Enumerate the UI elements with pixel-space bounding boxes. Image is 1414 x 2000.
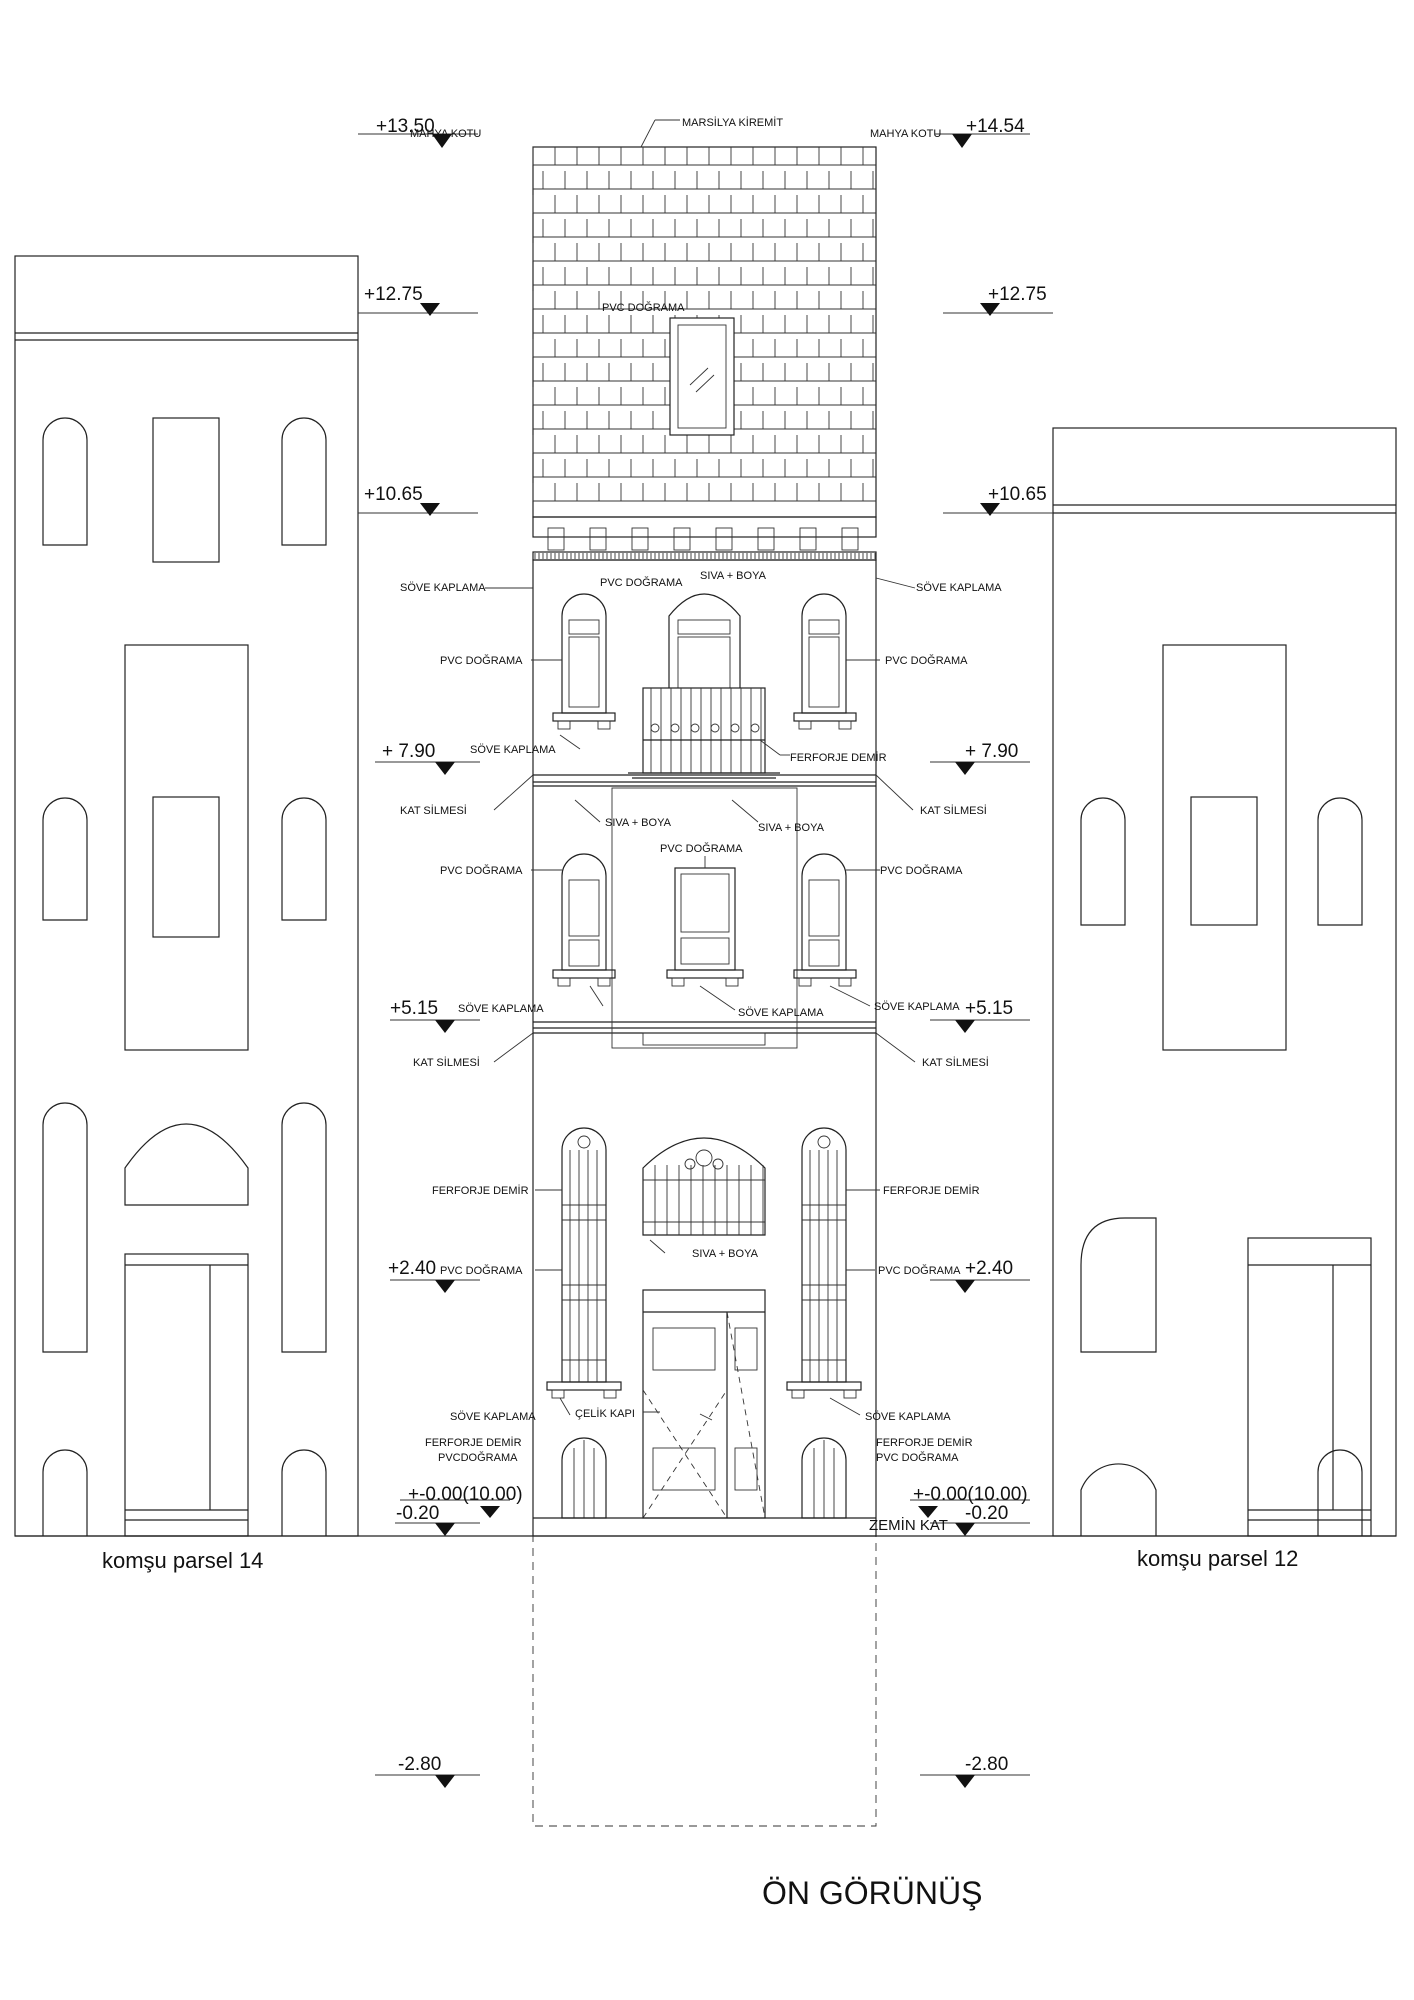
left-neighbor-label: komşu parsel 14 xyxy=(102,1548,263,1573)
basement-outline xyxy=(532,1535,877,1827)
svg-text:+10.65: +10.65 xyxy=(988,484,1047,505)
dormer-window xyxy=(669,317,735,436)
annotation: PVC DOĞRAMA xyxy=(876,1451,959,1464)
right-neighbor-label: komşu parsel 12 xyxy=(1137,1546,1298,1571)
annotation: SÖVE KAPLAMA xyxy=(458,1003,544,1015)
annotation: PVC DOĞRAMA xyxy=(600,576,683,589)
annotation: SIVA + BOYA xyxy=(605,817,672,829)
left-neighbor-building xyxy=(14,255,359,1537)
level-marker: +10.65 xyxy=(358,484,478,516)
svg-text:+-0.00(10.00): +-0.00(10.00) xyxy=(408,1484,523,1505)
annotation: SÖVE KAPLAMA xyxy=(400,582,486,594)
svg-text:-0.20: -0.20 xyxy=(965,1503,1008,1524)
svg-text:+10.65: +10.65 xyxy=(364,484,423,505)
annotation: FERFORJE DEMİR xyxy=(876,1436,973,1449)
annotation: SÖVE KAPLAMA xyxy=(916,582,1002,594)
annotation: PVC DOĞRAMA xyxy=(440,864,523,877)
balcony-railing xyxy=(628,687,780,779)
annotation: PVCDOĞRAMA xyxy=(438,1451,518,1464)
level-marker: +12.75 xyxy=(358,284,478,316)
level-markers: +13.50 +14.54 +12.75 +12.75 +10.65 +10.6… xyxy=(358,116,1053,1788)
roof-tiles xyxy=(532,146,877,518)
svg-text:-2.80: -2.80 xyxy=(965,1754,1008,1775)
level-marker: + 7.90 xyxy=(930,741,1030,775)
svg-text:+12.75: +12.75 xyxy=(364,284,423,305)
svg-text:+5.15: +5.15 xyxy=(965,998,1013,1019)
level-marker: +12.75 xyxy=(943,284,1053,316)
annotation: KAT SİLMESİ xyxy=(920,804,987,817)
level-marker: +-0.00(10.00) xyxy=(400,1484,523,1518)
annotation: PVC DOĞRAMA xyxy=(660,842,743,855)
cornice xyxy=(532,516,877,561)
center-plaster-panel xyxy=(611,787,798,1049)
annotation: PVC DOĞRAMA xyxy=(878,1264,961,1277)
annotation: KAT SİLMESİ xyxy=(400,804,467,817)
annotation: SIVA + BOYA xyxy=(692,1248,759,1260)
svg-text:+12.75: +12.75 xyxy=(988,284,1047,305)
annotation: SIVA + BOYA xyxy=(700,570,767,582)
annotation: KAT SİLMESİ xyxy=(413,1056,480,1069)
level-marker: -0.20 xyxy=(930,1503,1030,1536)
level-marker: +2.40 xyxy=(388,1258,480,1293)
annotation: PVC DOĞRAMA xyxy=(885,654,968,667)
annotation: SÖVE KAPLAMA xyxy=(470,744,556,756)
steel-door xyxy=(642,1289,766,1519)
annotation: PVC DOĞRAMA xyxy=(440,654,523,667)
svg-text:+2.40: +2.40 xyxy=(388,1258,436,1279)
level-marker: -0.20 xyxy=(395,1503,480,1536)
annotation: FERFORJE DEMİR xyxy=(425,1436,522,1449)
svg-text:+14.54: +14.54 xyxy=(966,116,1025,137)
floor-band-upper xyxy=(533,774,876,787)
second-floor-windows xyxy=(552,593,857,730)
level-marker: + 7.90 xyxy=(375,741,480,775)
level-marker: +5.15 xyxy=(390,998,480,1033)
annotation: ZEMİN KAT xyxy=(869,1516,948,1534)
svg-text:-2.80: -2.80 xyxy=(398,1754,441,1775)
level-marker: +14.54 xyxy=(935,116,1030,148)
svg-text:+5.15: +5.15 xyxy=(390,998,438,1019)
svg-text:+13.50: +13.50 xyxy=(376,116,435,137)
floor-band-middle xyxy=(533,1021,876,1046)
drawing-title: ÖN GÖRÜNÜŞ xyxy=(762,1875,982,1911)
annotation: ÇELİK KAPI xyxy=(575,1407,635,1420)
annotation: SÖVE KAPLAMA xyxy=(865,1411,951,1423)
level-marker: +10.65 xyxy=(943,484,1053,516)
annotation: FERFORJE DEMİR xyxy=(883,1184,980,1197)
first-floor-windows xyxy=(552,853,857,987)
level-note: MAHYA KOTU xyxy=(870,128,941,140)
annotation: KAT SİLMESİ xyxy=(922,1056,989,1069)
annotation: FERFORJE DEMİR xyxy=(790,751,887,764)
svg-text:+2.40: +2.40 xyxy=(965,1258,1013,1279)
level-note: MAHYA KOTU xyxy=(410,128,481,140)
annotation: PVC DOĞRAMA xyxy=(880,864,963,877)
annotation: PVC DOĞRAMA xyxy=(440,1264,523,1277)
level-marker: +-0.00(10.00) xyxy=(910,1484,1030,1518)
main-building xyxy=(532,146,877,1827)
right-neighbor-building xyxy=(1052,427,1397,1537)
level-marker: +13.50 xyxy=(358,116,478,148)
ground-floor xyxy=(533,1127,876,1519)
svg-text:+ 7.90: + 7.90 xyxy=(965,741,1018,762)
annotation: SÖVE KAPLAMA xyxy=(874,1001,960,1013)
level-marker: -2.80 xyxy=(375,1754,480,1788)
annotations: MARSİLYA KİREMİT PVC DOĞRAMA SÖVE KAPLAM… xyxy=(400,116,1002,1534)
annotation: MARSİLYA KİREMİT xyxy=(682,116,783,129)
level-marker: +5.15 xyxy=(930,998,1030,1033)
annotation: SÖVE KAPLAMA xyxy=(738,1007,824,1019)
level-marker: +2.40 xyxy=(930,1258,1030,1293)
svg-text:+ 7.90: + 7.90 xyxy=(382,741,435,762)
annotation: PVC DOĞRAMA xyxy=(602,301,685,314)
svg-text:+-0.00(10.00): +-0.00(10.00) xyxy=(913,1484,1028,1505)
annotation: SIVA + BOYA xyxy=(758,822,825,834)
level-marker: -2.80 xyxy=(920,1754,1030,1788)
svg-text:-0.20: -0.20 xyxy=(396,1503,439,1524)
annotation: FERFORJE DEMİR xyxy=(432,1184,529,1197)
annotation: SÖVE KAPLAMA xyxy=(450,1411,536,1423)
